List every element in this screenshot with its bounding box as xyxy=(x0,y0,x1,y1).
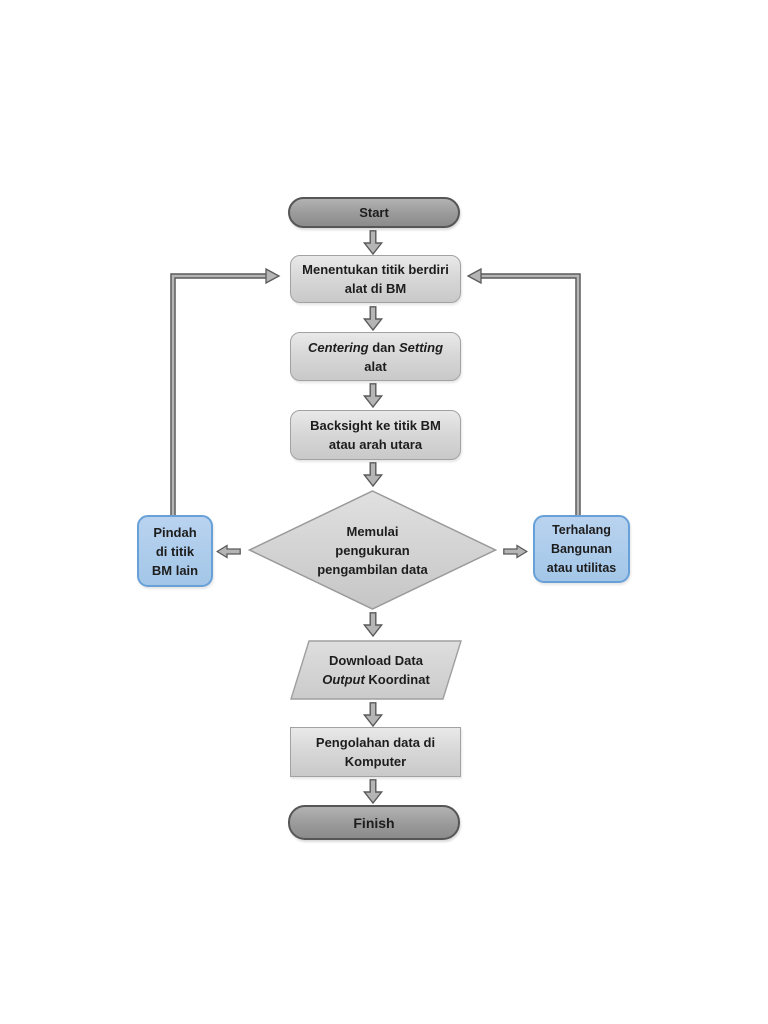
finish-label: Finish xyxy=(353,814,395,831)
flow-arrow-decision-right xyxy=(503,544,528,559)
flow-arrow-io-process xyxy=(363,702,383,727)
flow-arrow-decision-io xyxy=(363,612,383,637)
flow-arrow-step2-step3 xyxy=(363,383,383,408)
start-terminator: Start xyxy=(288,197,460,228)
flow-arrow-decision-left xyxy=(216,544,241,559)
start-label: Start xyxy=(359,205,389,220)
flow-arrow-step3-decision xyxy=(363,462,383,487)
decision-diamond xyxy=(248,490,497,610)
flow-arrow-step1-step2 xyxy=(363,306,383,331)
io-parallelogram xyxy=(290,640,462,700)
flow-arrow-process-finish xyxy=(363,779,383,804)
finish-terminator: Finish xyxy=(288,805,460,840)
loop-left-to-step1 xyxy=(170,267,281,515)
flow-arrow-start-step1 xyxy=(363,230,383,255)
loop-right-to-step1 xyxy=(466,267,581,515)
